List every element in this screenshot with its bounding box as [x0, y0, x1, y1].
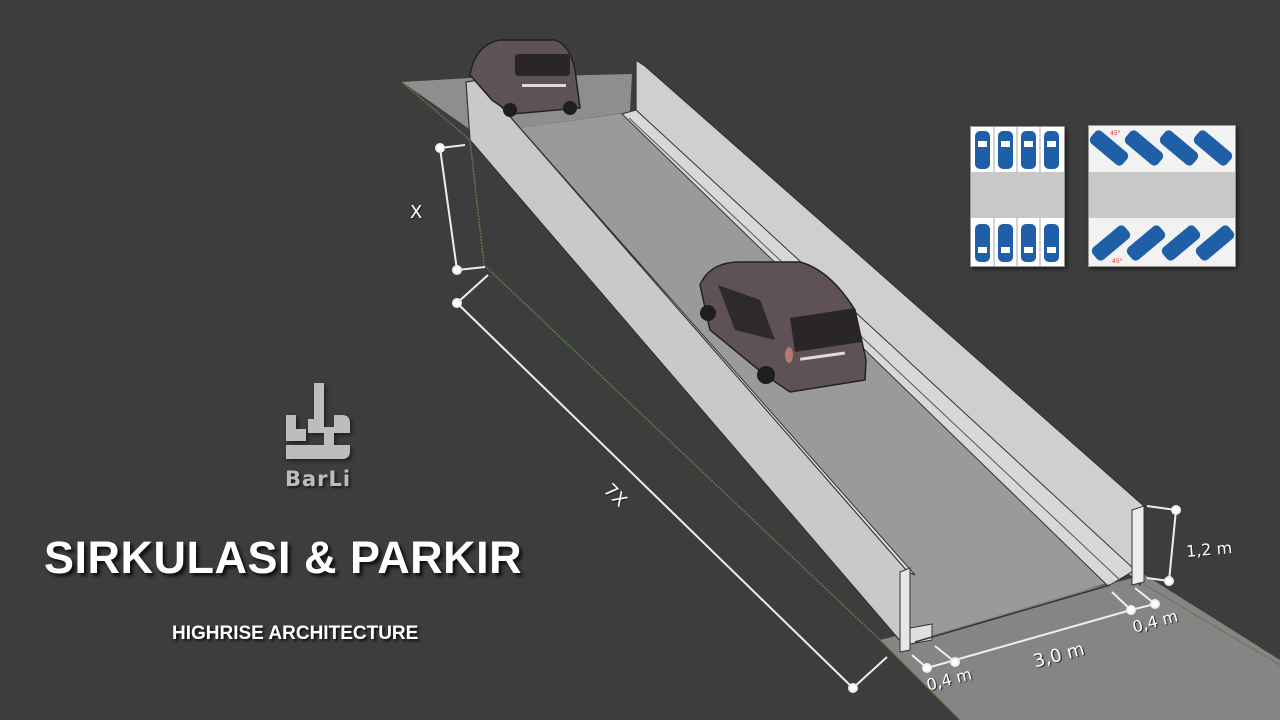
barli-logo-icon	[286, 383, 350, 459]
car-middle	[699, 261, 867, 393]
svg-text:45°: 45°	[1110, 130, 1121, 137]
dim-bottom-widths	[911, 587, 1160, 673]
dim-x	[435, 143, 486, 275]
parking-diagram-perpendicular	[970, 126, 1065, 267]
svg-text:45°: 45°	[1112, 258, 1123, 265]
right-wall-end	[1131, 505, 1145, 586]
left-wall-end	[899, 567, 911, 653]
car-top	[469, 39, 581, 117]
page-subtitle: HIGHRISE ARCHITECTURE	[172, 623, 419, 644]
logo-text: BarLi	[284, 467, 352, 491]
dim-label-x: X	[410, 202, 423, 223]
page-title: SIRKULASI & PARKIR	[44, 532, 523, 583]
parking-diagram-angled: 45° 45°	[1088, 125, 1236, 267]
ground-plane-lower	[880, 575, 1280, 720]
barli-logo: BarLi	[278, 383, 358, 495]
dim-7x	[452, 274, 888, 693]
dim-wall-height	[1146, 505, 1181, 586]
dim-label-wall-height: 1,2 m	[1185, 538, 1233, 561]
